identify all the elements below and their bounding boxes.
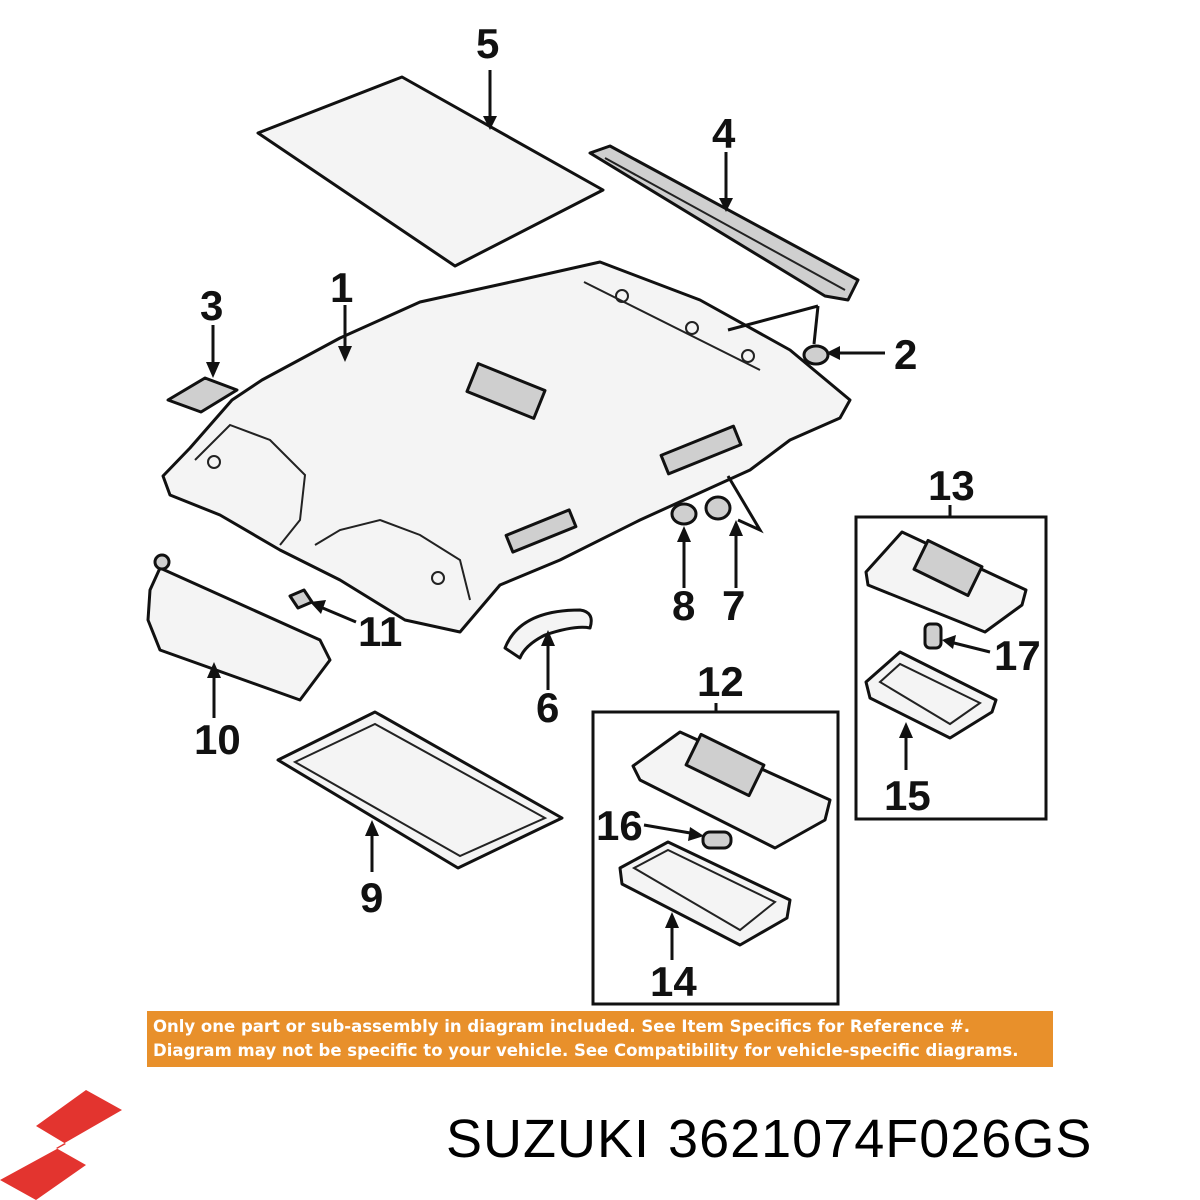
part-8-clip [670, 502, 698, 526]
callout-8: 8 [672, 582, 695, 629]
disclaimer-banner: Only one part or sub-assembly in diagram… [147, 1011, 1053, 1067]
part-15-lens [864, 650, 998, 740]
part-1-headliner [161, 260, 852, 634]
callout-6: 6 [536, 684, 559, 731]
callout-10: 10 [194, 716, 241, 763]
part-7-screw [704, 475, 764, 534]
callout-16: 16 [596, 802, 643, 849]
callout-12: 12 [697, 658, 744, 705]
callout-11: 11 [358, 608, 402, 655]
callout-3: 3 [200, 282, 223, 329]
callout-17: 17 [994, 632, 1041, 679]
callout-9: 9 [360, 874, 383, 921]
part-13-lamp [864, 530, 1028, 634]
callout-13: 13 [928, 462, 975, 509]
part-5-pad [256, 75, 605, 268]
part-17-bulb [923, 622, 943, 650]
brand-name: SUZUKI [446, 1109, 651, 1169]
part-6-handle [503, 608, 593, 660]
part-16-bulb [701, 830, 733, 850]
callout-14: 14 [650, 958, 697, 1005]
callout-numbers: 1 2 3 4 5 6 7 8 9 10 11 12 13 14 15 16 1… [194, 20, 1041, 1005]
callout-15: 15 [884, 772, 931, 819]
disclaimer-line-1: Only one part or sub-assembly in diagram… [153, 1017, 971, 1036]
part-3-cover [166, 376, 239, 414]
part-number: 3621074F026GS [668, 1109, 1093, 1169]
part-11-holder [288, 588, 314, 610]
leader-lines [206, 70, 991, 960]
part-14-lens [618, 840, 792, 947]
callout-2: 2 [894, 331, 917, 378]
suzuki-logo-icon [0, 1090, 122, 1200]
callout-4: 4 [712, 110, 736, 157]
part-10-visor [146, 553, 332, 702]
part-2-clip [727, 304, 830, 366]
footer-title: SUZUKI 3621074F026GS [446, 1108, 1196, 1178]
part-4-rail [588, 144, 860, 302]
part-9-seal [276, 710, 564, 870]
callout-7: 7 [722, 582, 745, 629]
disclaimer-line-2: Diagram may not be specific to your vehi… [153, 1041, 1019, 1060]
part-12-lamp [631, 730, 832, 850]
callout-5: 5 [476, 20, 499, 67]
callout-1: 1 [330, 264, 353, 311]
